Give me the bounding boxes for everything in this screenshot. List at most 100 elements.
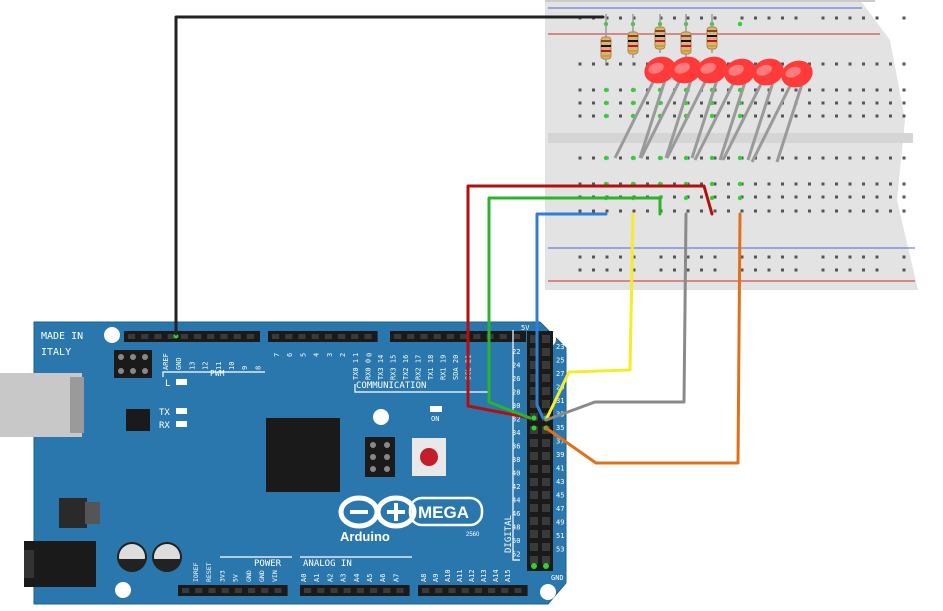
header-pin[interactable]: [141, 334, 149, 339]
header-pin[interactable]: [542, 530, 550, 538]
header-pin[interactable]: [154, 334, 162, 339]
header-pin[interactable]: [317, 588, 325, 593]
header-pin[interactable]: [311, 334, 319, 339]
header-pin[interactable]: [324, 334, 332, 339]
header-pin[interactable]: [234, 588, 242, 593]
header-pin[interactable]: [330, 588, 338, 593]
header-pin[interactable]: [221, 588, 229, 593]
header-pin[interactable]: [208, 588, 216, 593]
pin-label: 36: [512, 443, 520, 451]
header-pin[interactable]: [530, 504, 538, 512]
header-pin[interactable]: [530, 556, 538, 564]
header-pin[interactable]: [338, 334, 346, 339]
header-pin[interactable]: [542, 504, 550, 512]
header-pin[interactable]: [542, 374, 550, 382]
header-pin[interactable]: [167, 334, 175, 339]
breadboard-hole: [781, 62, 784, 66]
header-pin[interactable]: [272, 334, 280, 339]
header-pin[interactable]: [542, 465, 550, 473]
header-pin[interactable]: [194, 334, 202, 339]
header-pin[interactable]: [530, 374, 538, 382]
breadboard-hole: [835, 156, 838, 160]
header-pin[interactable]: [530, 543, 538, 551]
header-pin[interactable]: [233, 334, 241, 339]
header-pin[interactable]: [420, 334, 428, 339]
header-pin[interactable]: [530, 335, 538, 343]
header-pin[interactable]: [530, 361, 538, 369]
header-pin[interactable]: [542, 543, 550, 551]
breadboard-hole: [902, 195, 906, 199]
header-pin[interactable]: [285, 334, 293, 339]
header-pin[interactable]: [383, 588, 391, 593]
header-pin[interactable]: [422, 588, 430, 593]
reset-button[interactable]: [412, 438, 446, 476]
header-pin[interactable]: [542, 556, 550, 564]
breadboard-hole: [889, 101, 892, 105]
header-pin[interactable]: [530, 400, 538, 408]
breadboard-hole: [902, 255, 906, 259]
header-pin[interactable]: [298, 334, 306, 339]
header-pin[interactable]: [512, 334, 520, 339]
header-pin[interactable]: [343, 588, 351, 593]
header-pin[interactable]: [356, 588, 364, 593]
header-pin[interactable]: [530, 387, 538, 395]
header-pin[interactable]: [195, 588, 203, 593]
header-pin[interactable]: [530, 465, 538, 473]
header-pin[interactable]: [542, 348, 550, 356]
header-pin[interactable]: [220, 334, 228, 339]
header-pin[interactable]: [180, 334, 188, 339]
breadboard-hole: [875, 268, 879, 272]
header-pin[interactable]: [407, 334, 415, 339]
breadboard-hole: [686, 268, 690, 272]
header-pin[interactable]: [364, 334, 372, 339]
arduino-logo: [338, 495, 417, 529]
header-pin[interactable]: [394, 334, 402, 339]
header-pin[interactable]: [433, 334, 441, 339]
header-pin[interactable]: [274, 588, 282, 593]
header-pin[interactable]: [207, 334, 215, 339]
header-pin[interactable]: [542, 439, 550, 447]
header-pin[interactable]: [542, 517, 550, 525]
breadboard-hole: [902, 209, 906, 213]
led-tx: [176, 408, 187, 414]
breadboard-hole: [578, 101, 582, 105]
header-pin[interactable]: [248, 588, 256, 593]
header-pin[interactable]: [514, 588, 522, 593]
header-pin[interactable]: [530, 452, 538, 460]
header-pin[interactable]: [448, 588, 456, 593]
breadboard-hole: [578, 62, 582, 66]
header-pin[interactable]: [542, 478, 550, 486]
header-pin[interactable]: [461, 588, 469, 593]
header-pin[interactable]: [488, 588, 496, 593]
header-pin[interactable]: [530, 348, 538, 356]
header-pin[interactable]: [542, 335, 550, 343]
header-pin[interactable]: [530, 439, 538, 447]
breadboard-hole: [821, 209, 825, 213]
header-pin[interactable]: [501, 588, 509, 593]
pin-label: 7: [273, 353, 281, 357]
header-pin[interactable]: [530, 478, 538, 486]
header-pin[interactable]: [530, 530, 538, 538]
header-pin[interactable]: [542, 361, 550, 369]
header-pin[interactable]: [246, 334, 254, 339]
header-pin[interactable]: [530, 491, 538, 499]
header-pin[interactable]: [446, 334, 454, 339]
connected-hole: [603, 155, 609, 161]
header-pin[interactable]: [351, 334, 359, 339]
header-pin[interactable]: [128, 334, 136, 339]
header-pin[interactable]: [182, 588, 190, 593]
header-pin[interactable]: [460, 334, 468, 339]
header-pin[interactable]: [542, 491, 550, 499]
header-pin[interactable]: [542, 452, 550, 460]
header-pin[interactable]: [304, 588, 312, 593]
header-pin[interactable]: [474, 588, 482, 593]
header-pin[interactable]: [396, 588, 404, 593]
header-pin[interactable]: [542, 400, 550, 408]
header-pin[interactable]: [542, 387, 550, 395]
header-pin[interactable]: [473, 334, 481, 339]
header-pin[interactable]: [435, 588, 443, 593]
header-pin[interactable]: [261, 588, 269, 593]
header-pin[interactable]: [530, 517, 538, 525]
header-pin[interactable]: [370, 588, 378, 593]
header-pin[interactable]: [499, 334, 507, 339]
